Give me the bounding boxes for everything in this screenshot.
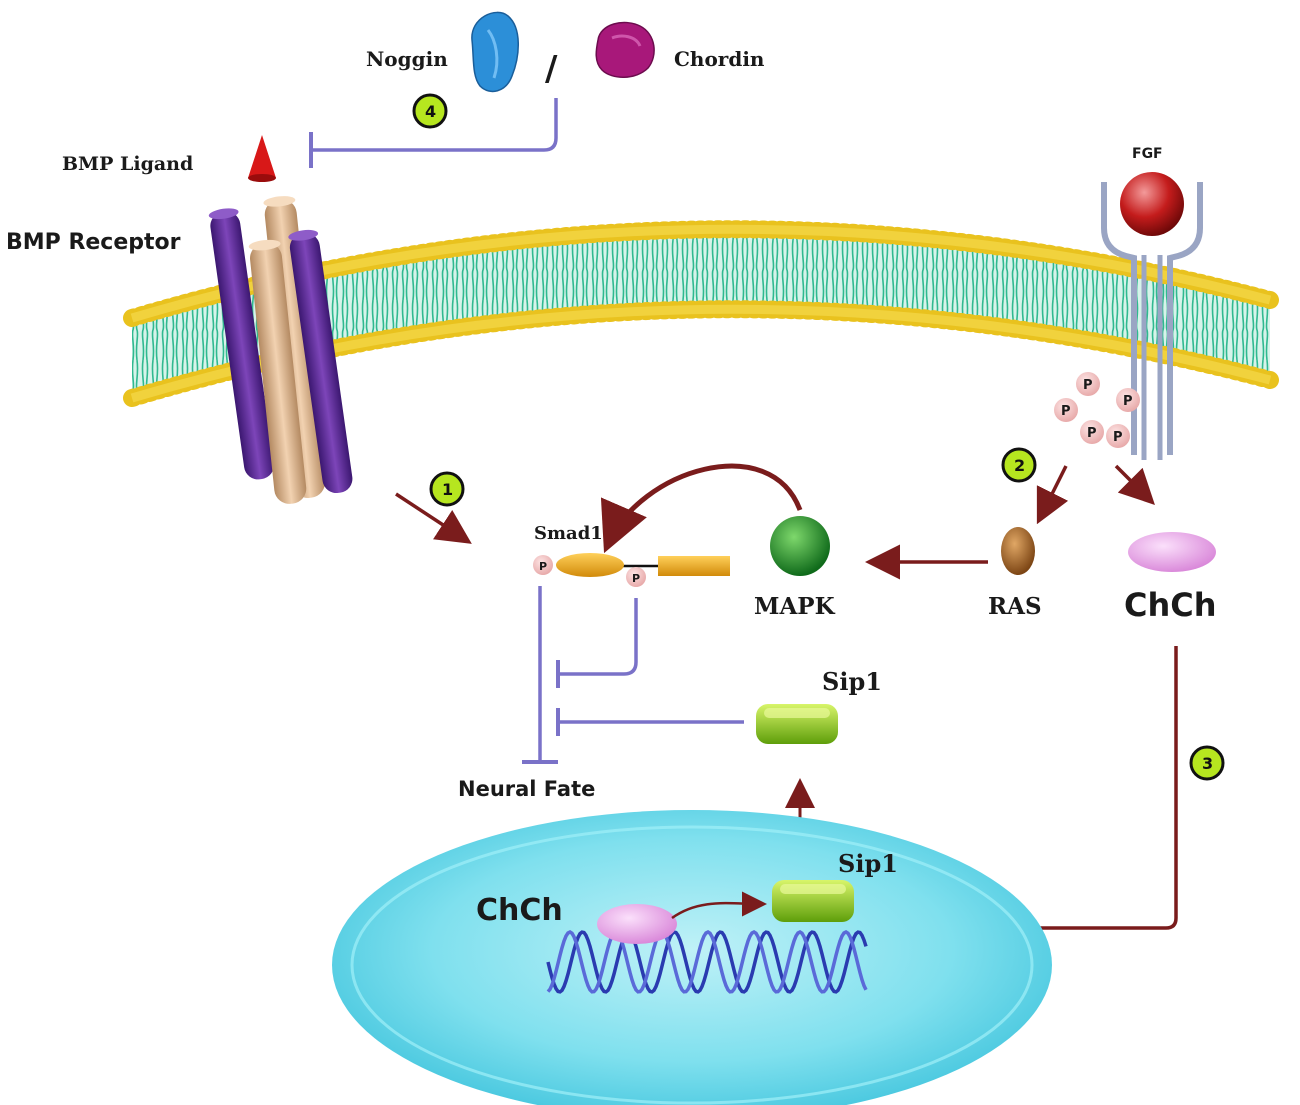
step-badge-4: 4 — [412, 93, 448, 129]
sip1-cytoplasm-node — [756, 704, 838, 744]
smad1-protein: P P — [533, 553, 730, 587]
fgf-ligand-icon — [1120, 172, 1184, 236]
ras-node — [1001, 527, 1035, 575]
svg-text:P: P — [1123, 394, 1133, 409]
transcription-arrow — [671, 891, 767, 920]
svg-text:P: P — [632, 572, 640, 585]
bmp-receptor-label: BMP Receptor — [6, 230, 181, 255]
neural-fate-label: Neural Fate — [458, 777, 595, 801]
mapk-label: MAPK — [754, 593, 836, 620]
chch-cytoplasm-label: ChCh — [1124, 586, 1217, 624]
inhibition-lines — [522, 586, 744, 764]
fgfr-phosphates: P P P P P — [1054, 372, 1140, 448]
chordin-protein-icon — [595, 21, 655, 78]
fgf-label: FGF — [1132, 146, 1163, 162]
svg-text:P: P — [1061, 404, 1071, 419]
bmp-receptor-complex — [208, 196, 353, 504]
sip1-nucleus-node — [772, 880, 854, 922]
chch-nucleus-node — [597, 904, 677, 944]
svg-text:4: 4 — [425, 102, 436, 121]
ras-label: RAS — [988, 593, 1042, 620]
svg-text:P: P — [1083, 378, 1093, 393]
chch-cytoplasm-node — [1128, 532, 1216, 572]
bmp-ligand-label: BMP Ligand — [62, 153, 193, 175]
svg-text:P: P — [539, 560, 547, 573]
chordin-label: Chordin — [674, 47, 765, 71]
step-badge-1: 1 — [429, 471, 465, 507]
svg-text:1: 1 — [442, 480, 453, 499]
dna-helix — [546, 929, 868, 994]
noggin-label: Noggin — [366, 47, 448, 71]
mapk-node — [770, 516, 830, 576]
svg-text:P: P — [1087, 426, 1097, 441]
fgf-receptor — [1101, 182, 1203, 460]
chch-nucleus-label: ChCh — [476, 893, 563, 928]
svg-text:3: 3 — [1202, 754, 1213, 773]
step-badge-2: 2 — [1001, 447, 1037, 483]
svg-text:2: 2 — [1014, 456, 1025, 475]
slash-separator: / — [545, 49, 558, 89]
sip1-nucleus-label: Sip1 — [838, 849, 898, 878]
bmp-ligand-icon — [248, 135, 276, 178]
step-badge-3: 3 — [1189, 745, 1225, 781]
nucleus — [332, 810, 1052, 1105]
svg-text:P: P — [1113, 430, 1123, 445]
sip1-cytoplasm-label: Sip1 — [822, 667, 882, 696]
inhibition-4 — [309, 98, 558, 168]
smad1-label: Smad1 — [534, 523, 603, 544]
